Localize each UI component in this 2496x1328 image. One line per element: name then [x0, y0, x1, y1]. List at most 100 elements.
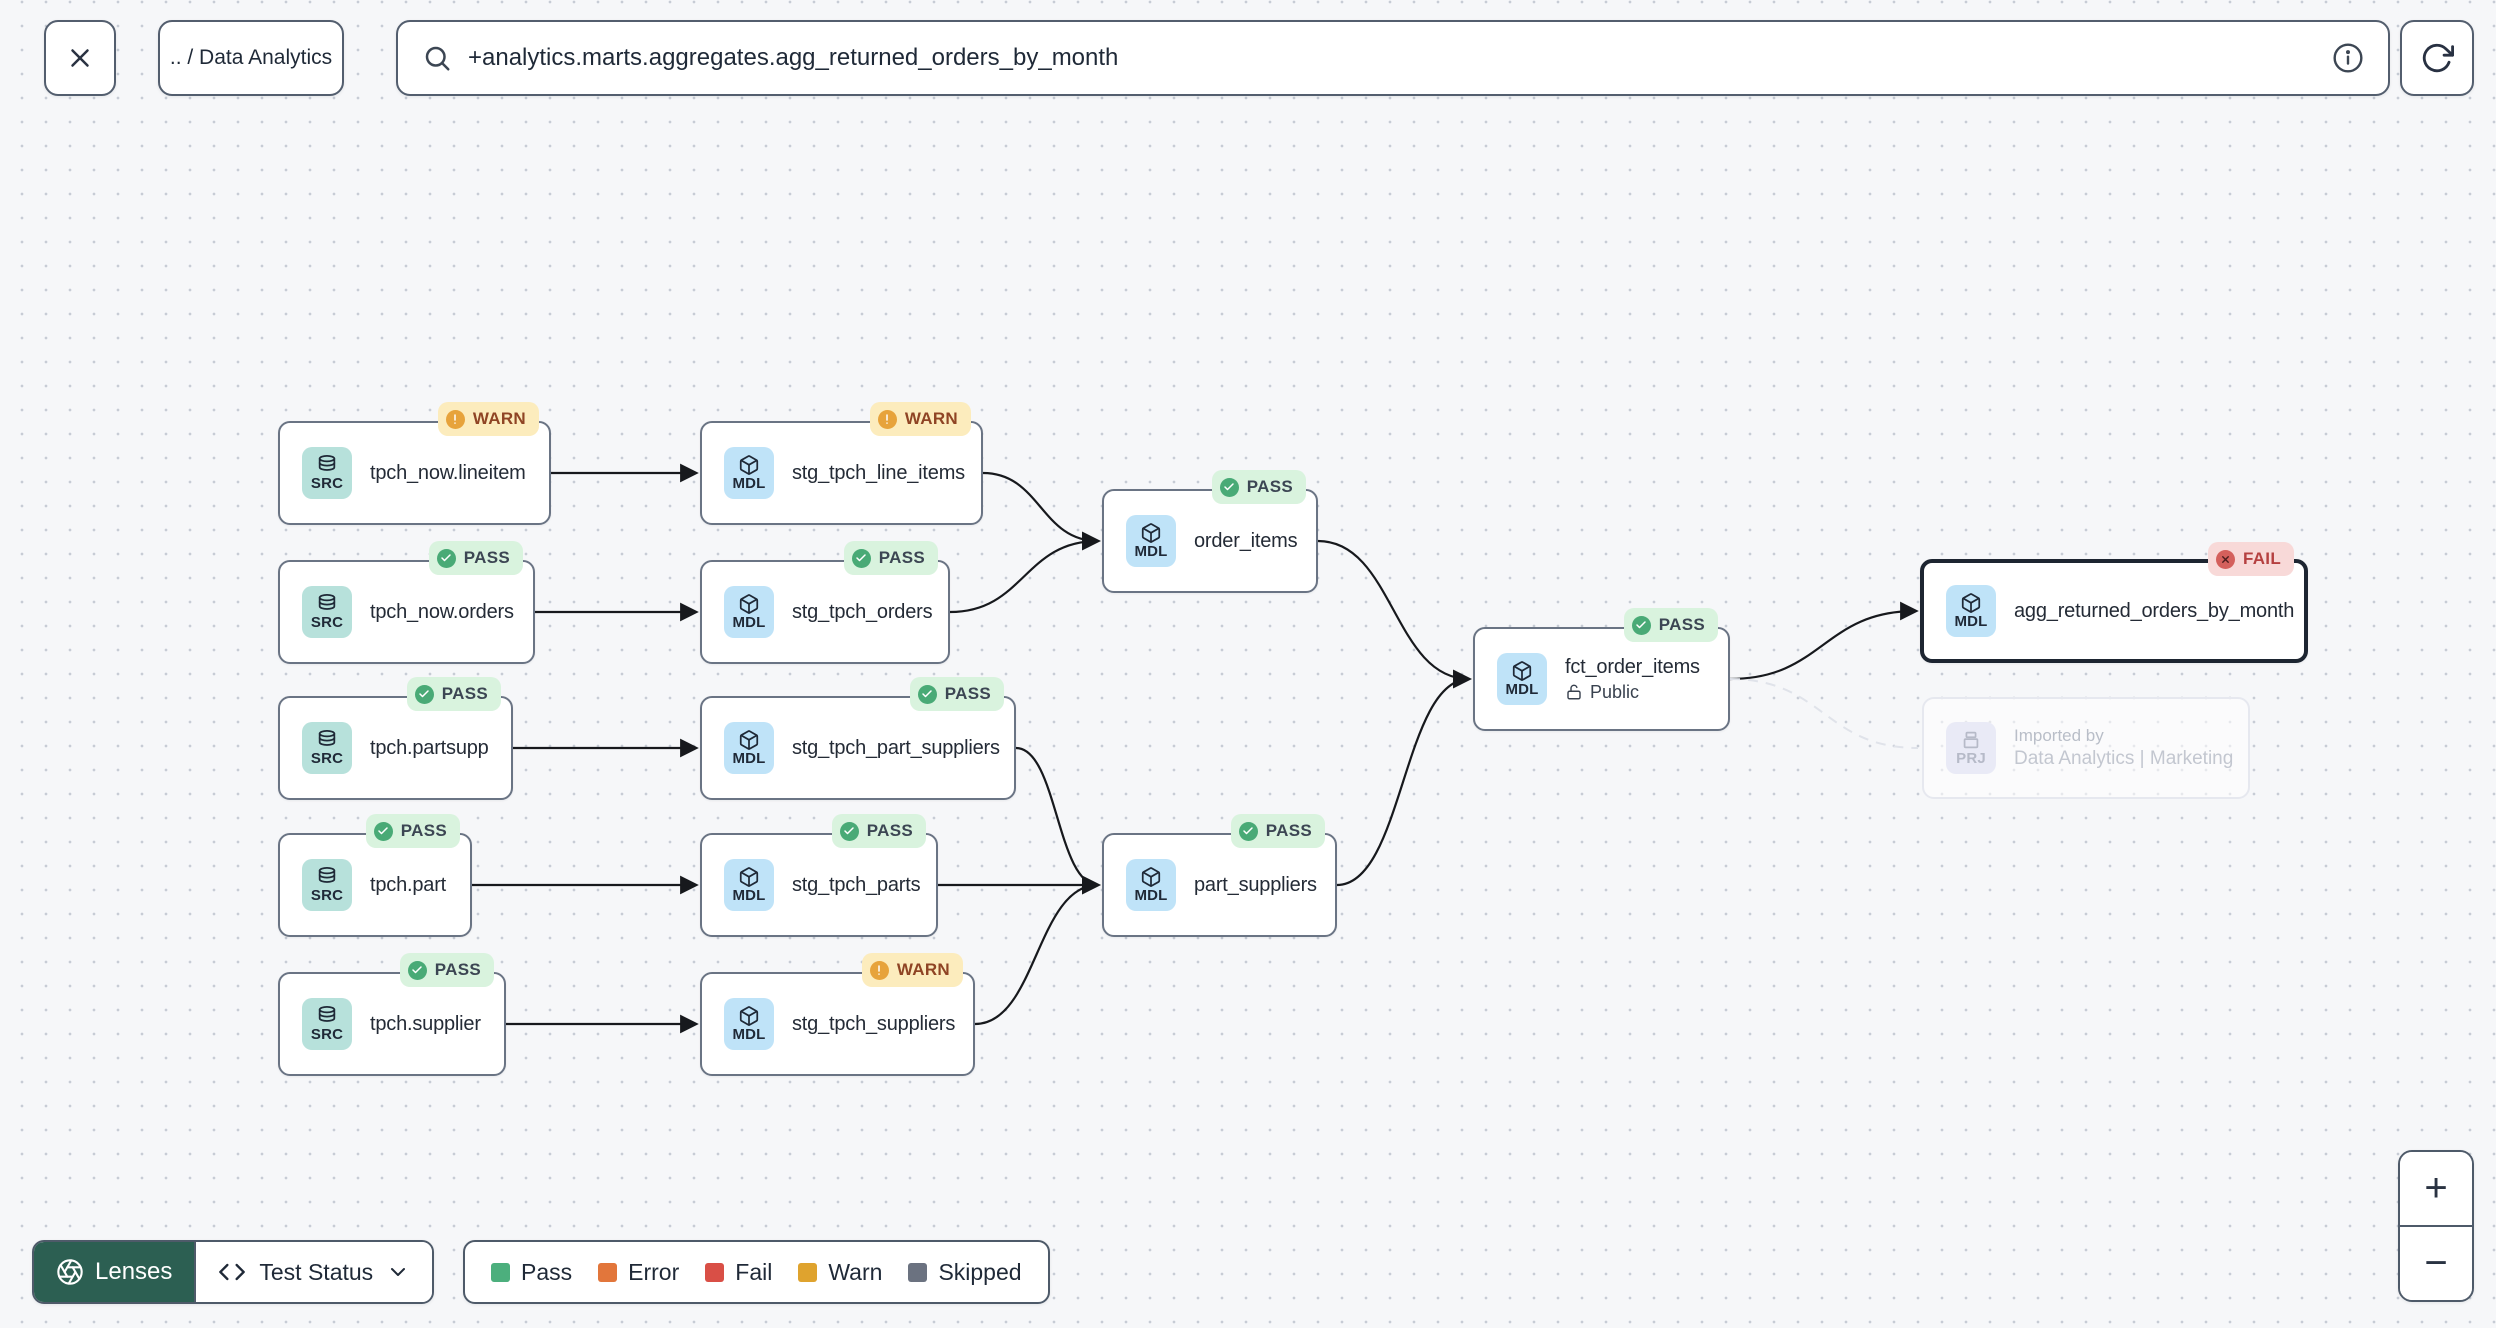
search-bar[interactable]: [396, 20, 2390, 96]
zoom-out-button[interactable]: −: [2400, 1227, 2472, 1300]
node-type-label: SRC: [310, 750, 344, 768]
lenses-label: Lenses: [95, 1258, 173, 1285]
node-title: order_items: [1194, 529, 1298, 552]
legend-swatch: [491, 1262, 510, 1282]
check-icon: [1224, 483, 1235, 491]
check-icon: [856, 554, 867, 562]
lenses-button[interactable]: Lenses: [34, 1242, 195, 1302]
node-type-badge-prj: PRJ: [1946, 722, 1996, 774]
node-type-badge-mdl: MDL: [724, 998, 774, 1050]
node-type-badge-mdl: MDL: [724, 722, 774, 774]
legend-swatch: [598, 1262, 618, 1282]
node-title: tpch_now.lineitem: [370, 461, 526, 484]
cube-icon: [1961, 593, 1981, 613]
node-type-badge-src: SRC: [302, 998, 352, 1050]
status-dot: [373, 821, 393, 841]
search-input[interactable]: [468, 44, 2316, 72]
status-badge-warn: WARN: [861, 953, 963, 987]
status-label: FAIL: [2242, 549, 2281, 568]
node-type-label: MDL: [1954, 613, 1988, 631]
node-tpch_partsupp[interactable]: SRC tpch.partsupp PASS: [278, 677, 513, 800]
node-type-label: MDL: [1134, 887, 1168, 905]
chevron-down-icon: [391, 1268, 406, 1276]
node-access-label: Public: [1590, 681, 1640, 702]
status-badge-pass: PASS: [406, 677, 501, 711]
node-type-label: SRC: [310, 887, 344, 905]
node-type-badge-mdl: MDL: [1946, 585, 1996, 637]
node-stg_tpch_line_items[interactable]: MDL stg_tpch_line_items WARN: [700, 402, 983, 525]
check-icon: [441, 554, 452, 562]
check-icon: [419, 690, 430, 698]
code-icon: [219, 1263, 246, 1281]
node-type-badge-mdl: MDL: [724, 447, 774, 499]
zoom-in-button[interactable]: +: [2400, 1152, 2472, 1227]
database-icon: [318, 1006, 336, 1022]
status-dot: [917, 684, 937, 704]
status-dot: [436, 548, 456, 568]
check-icon: [1636, 621, 1647, 629]
node-title: stg_tpch_line_items: [792, 461, 965, 484]
node-type-label: SRC: [310, 475, 344, 493]
node-type-badge-mdl: MDL: [1126, 515, 1176, 567]
close-button[interactable]: [44, 20, 116, 96]
node-title: tpch.supplier: [370, 1012, 481, 1035]
status-label: PASS: [434, 960, 481, 979]
cube-icon: [739, 455, 759, 475]
cube-icon: [1141, 523, 1161, 543]
node-tpch_now_lineitem[interactable]: SRC tpch_now.lineitem WARN: [278, 402, 551, 525]
node-type-label: PRJ: [1956, 750, 1986, 768]
status-dot: [407, 960, 427, 980]
status-dot: [851, 548, 871, 568]
status-label: PASS: [463, 548, 510, 567]
status-dot: [839, 821, 859, 841]
node-type-badge-mdl: MDL: [724, 586, 774, 638]
node-tpch_supplier[interactable]: SRC tpch.supplier PASS: [278, 953, 506, 1076]
node-imported-by-label: Imported by: [2014, 726, 2104, 745]
node-title: fct_order_items: [1565, 655, 1700, 678]
check-icon: [378, 827, 389, 835]
breadcrumb[interactable]: .. / Data Analytics: [158, 20, 344, 96]
cube-icon: [1512, 661, 1532, 681]
cube-icon: [739, 594, 759, 614]
node-type-label: MDL: [1134, 543, 1168, 561]
database-icon: [318, 594, 336, 610]
node-type-badge-mdl: MDL: [1497, 653, 1547, 705]
node-title: tpch.partsupp: [370, 736, 489, 759]
cube-icon: [739, 1006, 759, 1026]
unlock-icon: [1567, 684, 1581, 700]
refresh-button[interactable]: [2400, 20, 2474, 96]
node-type-badge-src: SRC: [302, 859, 352, 911]
check-icon: [412, 966, 423, 974]
status-badge-pass: PASS: [831, 814, 926, 848]
legend-swatch: [798, 1262, 818, 1282]
node-type-label: MDL: [732, 1026, 766, 1044]
info-circle-icon[interactable]: [2332, 42, 2364, 74]
status-dot: [1238, 821, 1258, 841]
cube-icon: [1141, 867, 1161, 887]
status-label: WARN: [904, 409, 958, 428]
status-label: WARN: [472, 409, 526, 428]
status-dot: [2215, 549, 2235, 569]
lens-selector[interactable]: Test Status: [194, 1242, 433, 1302]
status-dot: [869, 960, 889, 980]
status-label: WARN: [896, 960, 950, 979]
check-icon: [844, 827, 855, 835]
node-type-label: MDL: [1505, 681, 1539, 699]
status-dot: [1631, 615, 1651, 635]
node-title: stg_tpch_parts: [792, 873, 921, 896]
status-badge-pass: PASS: [909, 677, 1004, 711]
legend-item-skipped: Skipped: [908, 1259, 1022, 1286]
exclamation-icon: [886, 414, 889, 424]
